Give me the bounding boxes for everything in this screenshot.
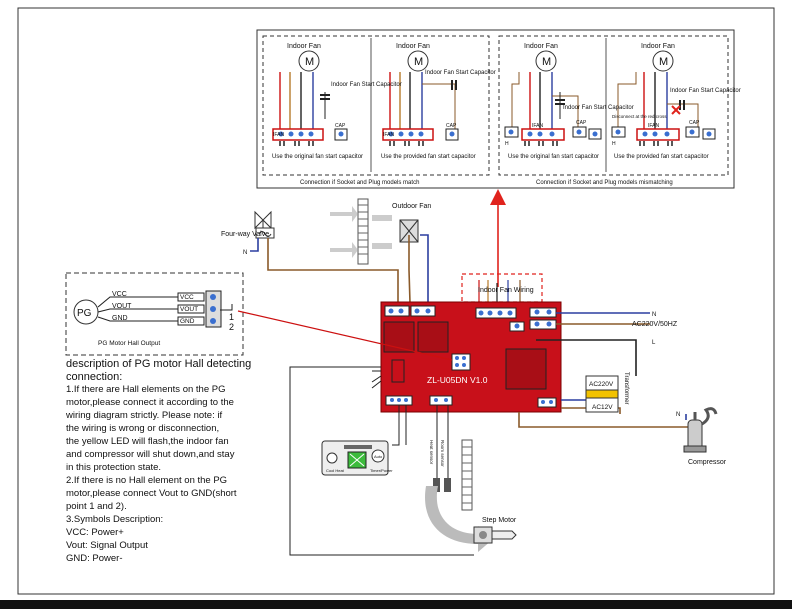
subdiagram-mismatch-original	[504, 50, 602, 146]
power-label: AC220V/50HZ	[632, 321, 678, 328]
description-heading: description of PG motor Hall detecting c…	[66, 358, 252, 383]
description-line: motor,please connect Vout to GND(short	[66, 488, 237, 499]
fan-label-c: Indoor Fan	[524, 43, 558, 50]
hall-sensor-text: PG VCC VOUT GND VCC VOUT GND 1 2 PG Moto…	[77, 291, 234, 347]
motor-symbol-b: M	[414, 56, 423, 68]
compressor-n-label: N	[676, 412, 680, 418]
cap-label-c: CAP	[576, 120, 587, 126]
pin-vout-left: VOUT	[112, 303, 132, 310]
cap-label-b: CAP	[446, 123, 457, 129]
capacitor-label-c: Indoor Fan Start Capacitor	[563, 105, 634, 111]
transformer	[585, 375, 619, 413]
description-line: 2.If there is no Hall element on the PG	[66, 475, 228, 486]
four-way-valve	[254, 210, 275, 239]
pin-vout-right: VOUT	[180, 306, 198, 313]
use-provided-d: Use the provided fan start capacitor	[614, 154, 709, 160]
cap-label-a: CAP	[335, 123, 346, 129]
description-line: Vout: Signal Output	[66, 540, 148, 551]
description-line: GND: Power-	[66, 553, 123, 564]
compressor	[683, 407, 718, 453]
use-provided-b: Use the provided fan start capacitor	[381, 154, 476, 160]
terminal-h-c: H	[505, 141, 509, 147]
remote-label-auto: Auto	[374, 454, 383, 459]
description-line: 1.If there are Hall elements on the PG	[66, 384, 226, 395]
description-line: VCC: Power+	[66, 527, 124, 538]
fan-label-a: Indoor Fan	[287, 43, 321, 50]
ac220-label: AC220V	[589, 381, 614, 388]
description-line: 3.Symbols Description:	[66, 514, 164, 525]
bottom-bar	[0, 600, 792, 609]
pin-gnd-left: GND	[112, 315, 128, 322]
step-motor-wires	[289, 366, 474, 556]
pin-vcc-right: VCC	[180, 294, 194, 301]
room-sensor-label: Room sensor	[440, 440, 445, 467]
diagram-frame	[17, 7, 775, 595]
remote-display	[321, 440, 389, 476]
group-match-caption: Connection if Socket and Plug models mat…	[300, 180, 419, 186]
fan-label-b: Indoor Fan	[396, 43, 430, 50]
valve-n-label: N	[243, 250, 247, 256]
description-line: point 1 and 2).	[66, 501, 127, 512]
ac12-label: AC12V	[592, 404, 613, 411]
transformer-label: Transformer	[623, 372, 629, 404]
use-original-c: Use the original fan start capacitor	[508, 154, 599, 160]
outdoor-fan-label: Outdoor Fan	[392, 203, 431, 210]
top-panel-text: Indoor Fan M Indoor Fan Start Capacitor …	[272, 43, 741, 186]
pg-label: PG	[77, 308, 92, 319]
point-2: 2	[229, 322, 234, 332]
description-line: the wiring is wrong or disconnection,	[66, 423, 220, 434]
hall-signal-wire	[237, 310, 453, 361]
main-board	[380, 301, 562, 413]
temperature-sensors	[433, 478, 451, 492]
motor-symbol-d: M	[659, 56, 668, 68]
description-line: motor,please connect it according to the	[66, 397, 234, 408]
disconnect-note: Disconnect at the red cross	[612, 114, 667, 119]
subdiagram-match-provided	[382, 50, 459, 146]
four-way-valve-label: Four-way Valve	[221, 231, 269, 238]
ifan-label-c: IFAN	[532, 123, 544, 129]
capacitor-label-a: Indoor Fan Start Capacitor	[331, 82, 402, 88]
subdiagram-mismatch-provided	[611, 50, 716, 146]
ifan-label-d: IFAN	[648, 123, 660, 129]
description-line: in this protection state.	[66, 462, 162, 473]
outdoor-fan	[330, 198, 419, 265]
terminal-h-d: H	[612, 141, 616, 147]
remote-label-timer: Timer/Power	[370, 468, 393, 473]
board-text: Outdoor Fan Four-way Valve N Indoor Fan …	[221, 203, 727, 524]
ifan-label-a: IFAN	[273, 132, 285, 138]
description-line: and compressor will shut down,and stay	[66, 449, 235, 460]
capacitor-label-d: Indoor Fan Start Capacitor	[670, 88, 741, 94]
use-original-a: Use the original fan start capacitor	[272, 154, 363, 160]
heat-sensor-label: Heat sensor	[429, 440, 434, 465]
compressor-label: Compressor	[688, 459, 727, 466]
point-1: 1	[229, 312, 234, 322]
fan-wiring-label: Indoor Fan Wiring	[478, 287, 534, 294]
ifan-label-b: IFAN	[383, 132, 395, 138]
hall-sensor-box	[65, 272, 244, 356]
description-line: wiring diagram strictly. Please note: if	[66, 410, 223, 421]
power-n-label: N	[652, 312, 656, 318]
fan-label-d: Indoor Fan	[641, 43, 675, 50]
power-l-label: L	[652, 340, 656, 346]
motor-symbol-a: M	[305, 56, 314, 68]
pin-gnd-right: GND	[180, 318, 195, 325]
step-motor-label: Step Motor	[482, 517, 517, 524]
group-mismatch-caption: Connection if Socket and Plug models mis…	[536, 180, 673, 186]
cap-label-d: CAP	[689, 120, 700, 126]
pin-vcc-left: VCC	[112, 291, 127, 298]
step-motor	[473, 526, 517, 544]
subdiagram-match-original	[272, 50, 348, 146]
hall-caption: PG Motor Hall Output	[98, 340, 160, 347]
description-line: the yellow LED will flash,the indoor fan	[66, 436, 229, 447]
capacitor-label-b: Indoor Fan Start Capacitor	[425, 70, 496, 76]
power-wires	[518, 312, 695, 428]
remote-label-cool-heat: Cool Heat	[326, 468, 345, 473]
board-model: ZL-U05DN V1.0	[427, 375, 488, 385]
motor-symbol-c: M	[542, 56, 551, 68]
